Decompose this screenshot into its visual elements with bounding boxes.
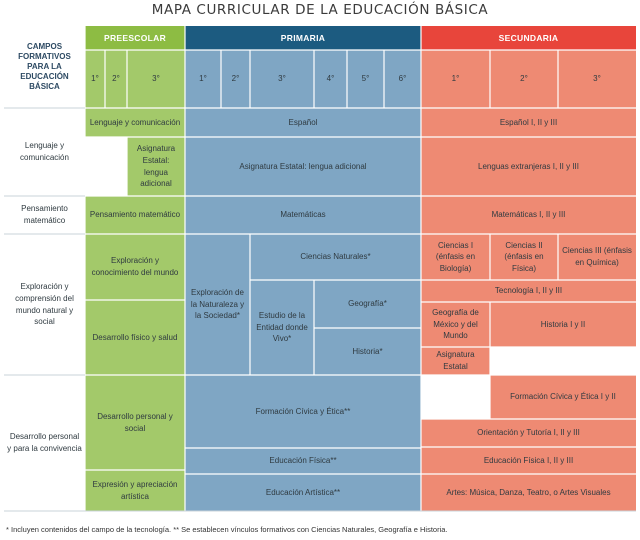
cell-pri-espanol: Español — [185, 108, 421, 137]
grade-pri-6: 6° — [384, 50, 421, 108]
primaria-header: PRIMARIA — [185, 26, 421, 50]
grade-pre-3: 3° — [127, 50, 185, 108]
cell-sec-asignatura: Asignatura Estatal — [421, 347, 490, 375]
cell-pri-asignatura: Asignatura Estatal: lengua adicional — [185, 137, 421, 196]
field-exploracion: Exploración y comprensión del mundo natu… — [4, 234, 85, 375]
cell-pre-desarrollo-personal: Desarrollo personal y social — [85, 375, 185, 470]
cell-sec-orientacion: Orientación y Tutoría I, II y III — [421, 419, 636, 447]
empty-cell — [421, 375, 490, 419]
cell-sec-lenguas: Lenguas extranjeras I, II y III — [421, 137, 636, 196]
cell-pre-exploracion: Exploración y conocimiento del mundo — [85, 234, 185, 300]
cell-pri-ed-artistica: Educación Artística** — [185, 474, 421, 511]
cell-pre-pensamiento: Pensamiento matemático — [85, 196, 185, 234]
cell-pre-lenguaje: Lenguaje y comunicación — [85, 108, 185, 137]
cell-pri-ed-fisica: Educación Física** — [185, 448, 421, 474]
cell-sec-historia: Historia I y II — [490, 302, 636, 347]
grade-pre-1: 1° — [85, 50, 105, 108]
empty-cell — [85, 137, 127, 196]
grade-sec-3: 3° — [558, 50, 636, 108]
cell-sec-tecnologia: Tecnología I, II y III — [421, 280, 636, 302]
cell-sec-ciencias-1: Ciencias I (énfasis en Biología) — [421, 234, 490, 280]
grade-pri-5: 5° — [347, 50, 384, 108]
empty-cell — [490, 347, 636, 375]
cell-sec-geografia: Geografía de México y del Mundo — [421, 302, 490, 347]
cell-pri-geografia: Geografía* — [314, 280, 421, 328]
cell-pre-asignatura: Asignatura Estatal: lengua adicional — [127, 137, 185, 196]
cell-sec-formacion: Formación Cívica y Ética I y II — [490, 375, 636, 419]
grade-sec-1: 1° — [421, 50, 490, 108]
cell-sec-espanol: Español I, II y III — [421, 108, 636, 137]
grade-pri-1: 1° — [185, 50, 221, 108]
grade-pre-2: 2° — [105, 50, 127, 108]
cell-sec-matematicas: Matemáticas I, II y III — [421, 196, 636, 234]
cell-pre-expresion: Expresión y apreciación artística — [85, 470, 185, 511]
cell-sec-ed-fisica: Educación Física I, II y III — [421, 447, 636, 474]
grade-pri-2: 2° — [221, 50, 250, 108]
cell-pri-historia: Historia* — [314, 328, 421, 375]
grade-pri-4: 4° — [314, 50, 347, 108]
page-title: MAPA CURRICULAR DE LA EDUCACIÓN BÁSICA — [151, 2, 489, 18]
corner-header: CAMPOS FORMATIVOS PARA LA EDUCACIÓN BÁSI… — [4, 26, 85, 108]
cell-sec-artes: Artes: Música, Danza, Teatro, o Artes Vi… — [421, 474, 636, 511]
cell-sec-ciencias-2: Ciencias II (énfasis en Física) — [490, 234, 558, 280]
cell-pri-matematicas: Matemáticas — [185, 196, 421, 234]
preescolar-header: PREESCOLAR — [85, 26, 185, 50]
secundaria-header: SECUNDARIA — [421, 26, 636, 50]
field-desarrollo: Desarrollo personal y para la convivenci… — [4, 375, 85, 511]
field-lenguaje: Lenguaje y comunicación — [4, 108, 85, 196]
grade-pri-3: 3° — [250, 50, 314, 108]
cell-pri-estudio-entidad: Estudio de la Entidad donde Vivo* — [250, 280, 314, 375]
grade-sec-2: 2° — [490, 50, 558, 108]
cell-pri-formacion: Formación Cívica y Ética** — [185, 375, 421, 448]
cell-sec-ciencias-3: Ciencias III (énfasis en Química) — [558, 234, 636, 280]
cell-pri-ciencias: Ciencias Naturales* — [250, 234, 421, 280]
footnote: * Incluyen contenidos del campo de la te… — [6, 525, 448, 534]
cell-pri-exploracion-naturaleza: Exploración de la Naturaleza y la Socied… — [185, 234, 250, 375]
cell-pre-desarrollo-fisico: Desarrollo físico y salud — [85, 300, 185, 375]
field-pensamiento: Pensamiento matemático — [4, 196, 85, 234]
